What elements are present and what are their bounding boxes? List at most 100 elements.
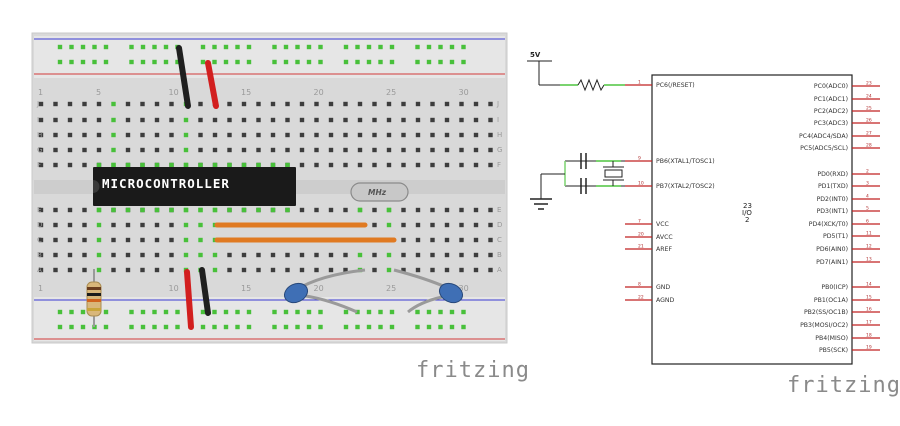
- microcontroller-chip[interactable]: [93, 167, 296, 206]
- breadboard-hole[interactable]: [299, 207, 305, 213]
- breadboard-hole[interactable]: [111, 252, 116, 258]
- rail-hole[interactable]: [449, 59, 455, 65]
- breadboard-hole[interactable]: [227, 101, 232, 107]
- breadboard-hole[interactable]: [299, 147, 305, 153]
- breadboard-hole[interactable]: [96, 252, 102, 258]
- breadboard-hole[interactable]: [125, 101, 131, 107]
- breadboard-hole[interactable]: [53, 101, 58, 107]
- rail-hole[interactable]: [57, 59, 63, 65]
- breadboard-hole[interactable]: [241, 117, 247, 123]
- breadboard-hole[interactable]: [372, 222, 377, 228]
- breadboard-hole[interactable]: [415, 222, 421, 228]
- ic-body[interactable]: [651, 74, 853, 365]
- breadboard-hole[interactable]: [111, 147, 116, 153]
- breadboard-hole[interactable]: [183, 252, 189, 258]
- breadboard-hole[interactable]: [67, 117, 73, 123]
- rail-hole[interactable]: [318, 44, 323, 50]
- breadboard-hole[interactable]: [430, 252, 435, 258]
- breadboard-hole[interactable]: [430, 267, 435, 273]
- rail-hole[interactable]: [175, 324, 180, 330]
- breadboard-hole[interactable]: [270, 101, 276, 107]
- breadboard-hole[interactable]: [82, 207, 87, 213]
- breadboard-hole[interactable]: [154, 252, 160, 258]
- rail-hole[interactable]: [57, 324, 63, 330]
- breadboard-hole[interactable]: [198, 101, 203, 107]
- rail-hole[interactable]: [306, 59, 312, 65]
- breadboard-hole[interactable]: [96, 222, 102, 228]
- rail-hole[interactable]: [318, 59, 323, 65]
- rail-hole[interactable]: [283, 324, 289, 330]
- breadboard-hole[interactable]: [328, 101, 334, 107]
- rail-hole[interactable]: [163, 59, 169, 65]
- rail-hole[interactable]: [389, 309, 395, 315]
- breadboard-hole[interactable]: [357, 207, 363, 213]
- rail-hole[interactable]: [246, 324, 252, 330]
- breadboard-hole[interactable]: [111, 207, 116, 213]
- rail-hole[interactable]: [449, 309, 455, 315]
- breadboard-hole[interactable]: [459, 132, 464, 138]
- rail-hole[interactable]: [366, 309, 372, 315]
- breadboard-hole[interactable]: [401, 252, 406, 258]
- breadboard-hole[interactable]: [38, 101, 44, 107]
- breadboard-hole[interactable]: [386, 162, 392, 168]
- breadboard-hole[interactable]: [357, 117, 363, 123]
- breadboard-hole[interactable]: [212, 132, 218, 138]
- rail-hole[interactable]: [212, 59, 217, 65]
- rail-hole[interactable]: [461, 309, 466, 315]
- breadboard-hole[interactable]: [82, 252, 87, 258]
- breadboard-hole[interactable]: [67, 162, 73, 168]
- breadboard-hole[interactable]: [459, 237, 464, 243]
- breadboard-hole[interactable]: [241, 162, 247, 168]
- breadboard-hole[interactable]: [111, 101, 116, 107]
- breadboard-hole[interactable]: [459, 117, 464, 123]
- rail-hole[interactable]: [306, 44, 312, 50]
- breadboard-hole[interactable]: [314, 117, 319, 123]
- breadboard-hole[interactable]: [328, 132, 334, 138]
- rail-hole[interactable]: [295, 59, 300, 65]
- black-wire-top[interactable]: [176, 45, 191, 109]
- rail-hole[interactable]: [272, 324, 277, 330]
- rail-hole[interactable]: [200, 309, 206, 315]
- breadboard-hole[interactable]: [386, 222, 392, 228]
- rail-hole[interactable]: [378, 324, 383, 330]
- breadboard-hole[interactable]: [270, 117, 276, 123]
- breadboard-hole[interactable]: [314, 162, 319, 168]
- breadboard-hole[interactable]: [183, 237, 189, 243]
- black-wire-bottom[interactable]: [199, 267, 211, 316]
- breadboard-hole[interactable]: [169, 267, 174, 273]
- breadboard-hole[interactable]: [169, 162, 174, 168]
- breadboard-hole[interactable]: [285, 207, 290, 213]
- breadboard-hole[interactable]: [430, 162, 435, 168]
- breadboard-hole[interactable]: [357, 101, 363, 107]
- breadboard-hole[interactable]: [285, 162, 290, 168]
- rail-hole[interactable]: [163, 309, 169, 315]
- breadboard-hole[interactable]: [415, 252, 421, 258]
- breadboard-hole[interactable]: [386, 267, 392, 273]
- breadboard-hole[interactable]: [343, 147, 348, 153]
- breadboard-hole[interactable]: [140, 101, 145, 107]
- breadboard-hole[interactable]: [198, 237, 203, 243]
- rail-hole[interactable]: [235, 59, 240, 65]
- breadboard-hole[interactable]: [140, 252, 145, 258]
- breadboard-hole[interactable]: [372, 162, 377, 168]
- breadboard-hole[interactable]: [53, 117, 58, 123]
- breadboard-hole[interactable]: [212, 162, 218, 168]
- rail-hole[interactable]: [343, 324, 349, 330]
- breadboard-hole[interactable]: [241, 267, 247, 273]
- breadboard-hole[interactable]: [198, 207, 203, 213]
- breadboard-hole[interactable]: [328, 117, 334, 123]
- breadboard-hole[interactable]: [270, 132, 276, 138]
- rail-hole[interactable]: [283, 309, 289, 315]
- breadboard-hole[interactable]: [169, 132, 174, 138]
- breadboard-hole[interactable]: [53, 162, 58, 168]
- breadboard-hole[interactable]: [125, 252, 131, 258]
- breadboard-hole[interactable]: [198, 132, 203, 138]
- breadboard-hole[interactable]: [357, 132, 363, 138]
- rail-hole[interactable]: [175, 309, 180, 315]
- breadboard-hole[interactable]: [415, 162, 421, 168]
- breadboard-hole[interactable]: [53, 267, 58, 273]
- breadboard-hole[interactable]: [473, 147, 479, 153]
- rail-hole[interactable]: [449, 324, 455, 330]
- breadboard-hole[interactable]: [386, 117, 392, 123]
- breadboard-hole[interactable]: [401, 147, 406, 153]
